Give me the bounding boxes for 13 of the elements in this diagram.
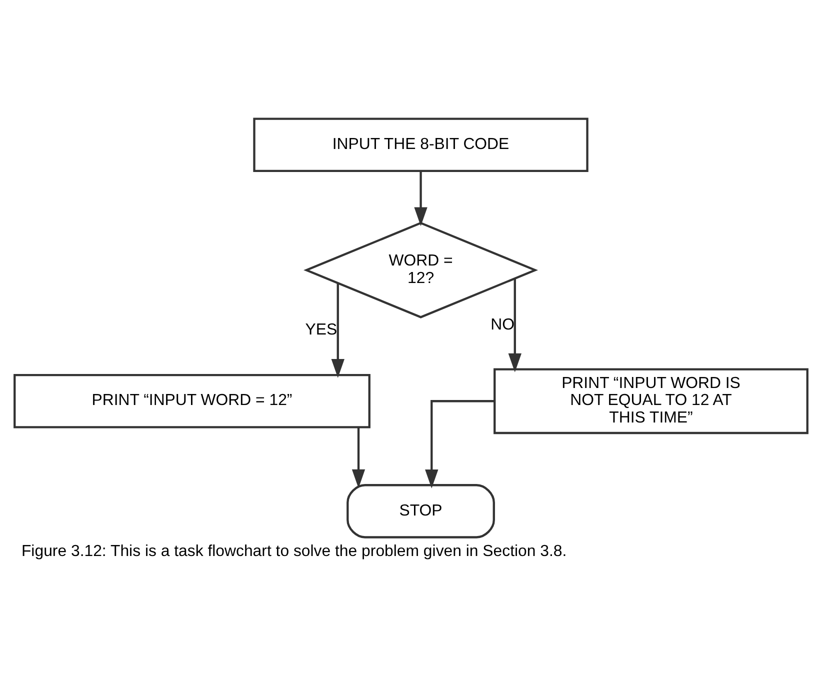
caption: Figure 3.12: This is a task flowchart to solve the problem given in Section 3.8. <box>21 542 567 560</box>
arrow <box>352 427 366 488</box>
node-box: INPUT THE 8-BIT CODE <box>253 118 588 172</box>
arrow <box>425 400 494 488</box>
arrow <box>414 171 428 226</box>
node-diamond: WORD = 12? <box>304 222 538 318</box>
node-box: PRINT “INPUT WORD IS NOT EQUAL TO 12 AT THIS TIME” <box>494 368 808 434</box>
node-box: PRINT “INPUT WORD = 12” <box>14 374 370 428</box>
arrow <box>331 283 344 378</box>
edge-label: YES <box>305 321 338 338</box>
arrow <box>508 278 522 372</box>
node-box: STOP <box>346 484 495 538</box>
edge-label: NO <box>490 316 515 334</box>
